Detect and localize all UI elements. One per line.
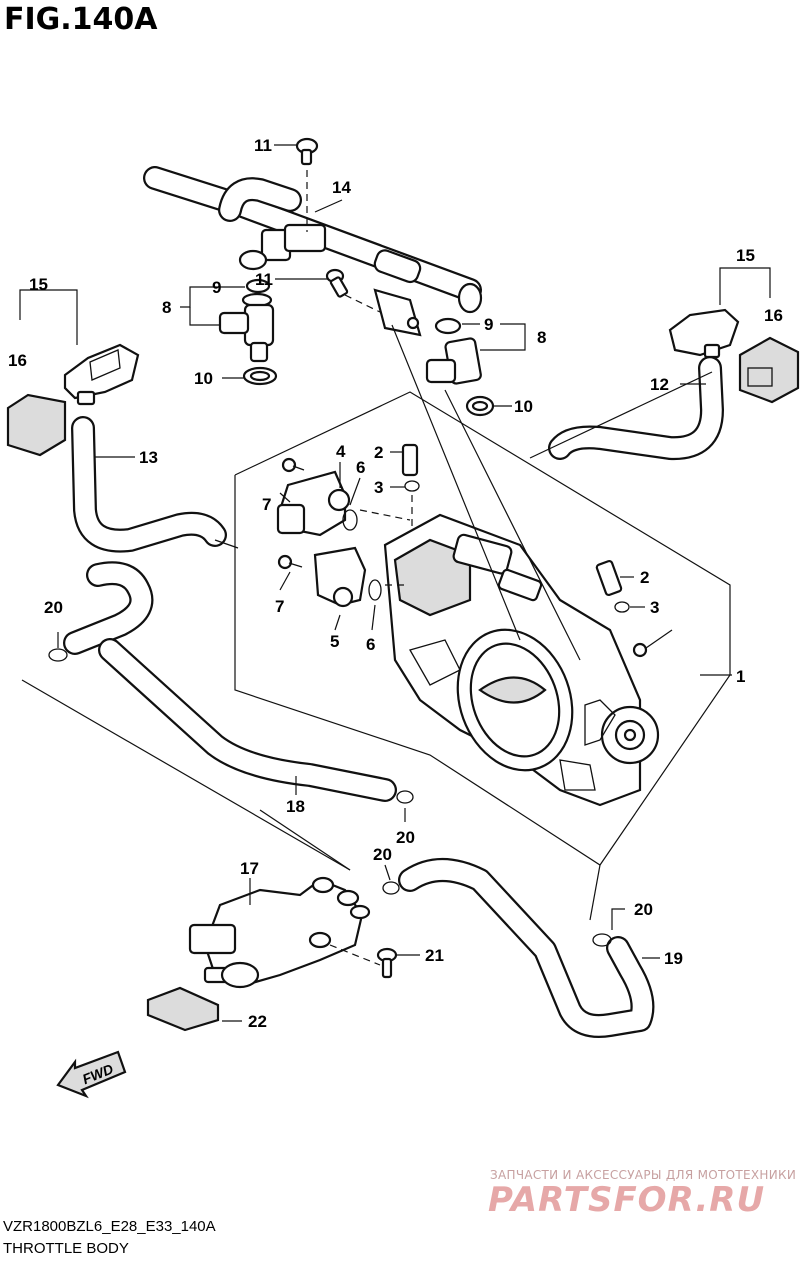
hose-clamps <box>48 648 612 947</box>
callout-16: 16 <box>764 306 783 325</box>
callout-9: 9 <box>212 278 221 297</box>
callout-10: 10 <box>514 397 533 416</box>
callout-1: 1 <box>736 667 745 686</box>
callout-22: 22 <box>248 1012 267 1031</box>
callout-6: 6 <box>356 458 365 477</box>
callout-3: 3 <box>374 478 383 497</box>
callout-8: 8 <box>162 298 171 317</box>
vacuum-hoses <box>63 356 724 1038</box>
callout-20: 20 <box>373 845 392 864</box>
throttle-position-sensor <box>276 457 358 537</box>
connector-right <box>668 267 800 404</box>
callout-12: 12 <box>650 375 669 394</box>
injector-left <box>218 278 278 386</box>
callout-16: 16 <box>8 351 27 370</box>
callout-5: 5 <box>330 632 339 651</box>
watermark-caption: ЗАПЧАСТИ И АКСЕССУАРЫ ДЛЯ МОТОТЕХНИКИ <box>490 1168 797 1182</box>
screw-21 <box>376 947 398 979</box>
callout-4: 4 <box>336 442 346 461</box>
callout-18: 18 <box>286 797 305 816</box>
throttle-body <box>383 513 673 807</box>
callout-20: 20 <box>396 828 415 847</box>
callout-8: 8 <box>537 328 546 347</box>
callout-10: 10 <box>194 369 213 388</box>
screws-11 <box>295 137 381 313</box>
fast-idle-valve <box>188 809 381 989</box>
callout-7: 7 <box>275 597 284 616</box>
callout-13: 13 <box>139 448 158 467</box>
figure-code: VZR1800BZL6_E28_E33_140A <box>3 1218 216 1235</box>
callout-numbers: 1 2 2 3 3 4 5 6 6 7 7 8 8 9 9 10 10 11 1… <box>8 136 783 1031</box>
connector-left <box>6 289 140 457</box>
callout-3: 3 <box>650 598 659 617</box>
callout-20: 20 <box>44 598 63 617</box>
callout-14: 14 <box>332 178 351 197</box>
callout-15: 15 <box>29 275 48 294</box>
callout-17: 17 <box>240 859 259 878</box>
injector-right <box>425 317 495 417</box>
callout-2: 2 <box>374 443 383 462</box>
forward-direction-icon: FWD <box>56 1050 127 1099</box>
callout-2: 2 <box>640 568 649 587</box>
fuel-rail <box>143 166 483 337</box>
watermark-logo: PARTSFOR.RU <box>488 1180 766 1220</box>
callout-6: 6 <box>366 635 375 654</box>
callout-20: 20 <box>634 900 653 919</box>
pad-22 <box>146 986 220 1032</box>
figure-title: FIG.140A <box>4 2 158 37</box>
callout-9: 9 <box>484 315 493 334</box>
throttle-body-group-outline <box>234 391 732 866</box>
callout-7: 7 <box>262 495 271 514</box>
intake-air-pressure-sensor <box>277 509 411 608</box>
callout-15: 15 <box>736 246 755 265</box>
callout-11: 11 <box>255 270 273 289</box>
figure-name: THROTTLE BODY <box>3 1240 129 1257</box>
leader-lines <box>21 144 713 1022</box>
adjust-screws <box>401 443 630 613</box>
callout-21: 21 <box>425 946 444 965</box>
callout-11: 11 <box>254 136 272 155</box>
callout-19: 19 <box>664 949 683 968</box>
